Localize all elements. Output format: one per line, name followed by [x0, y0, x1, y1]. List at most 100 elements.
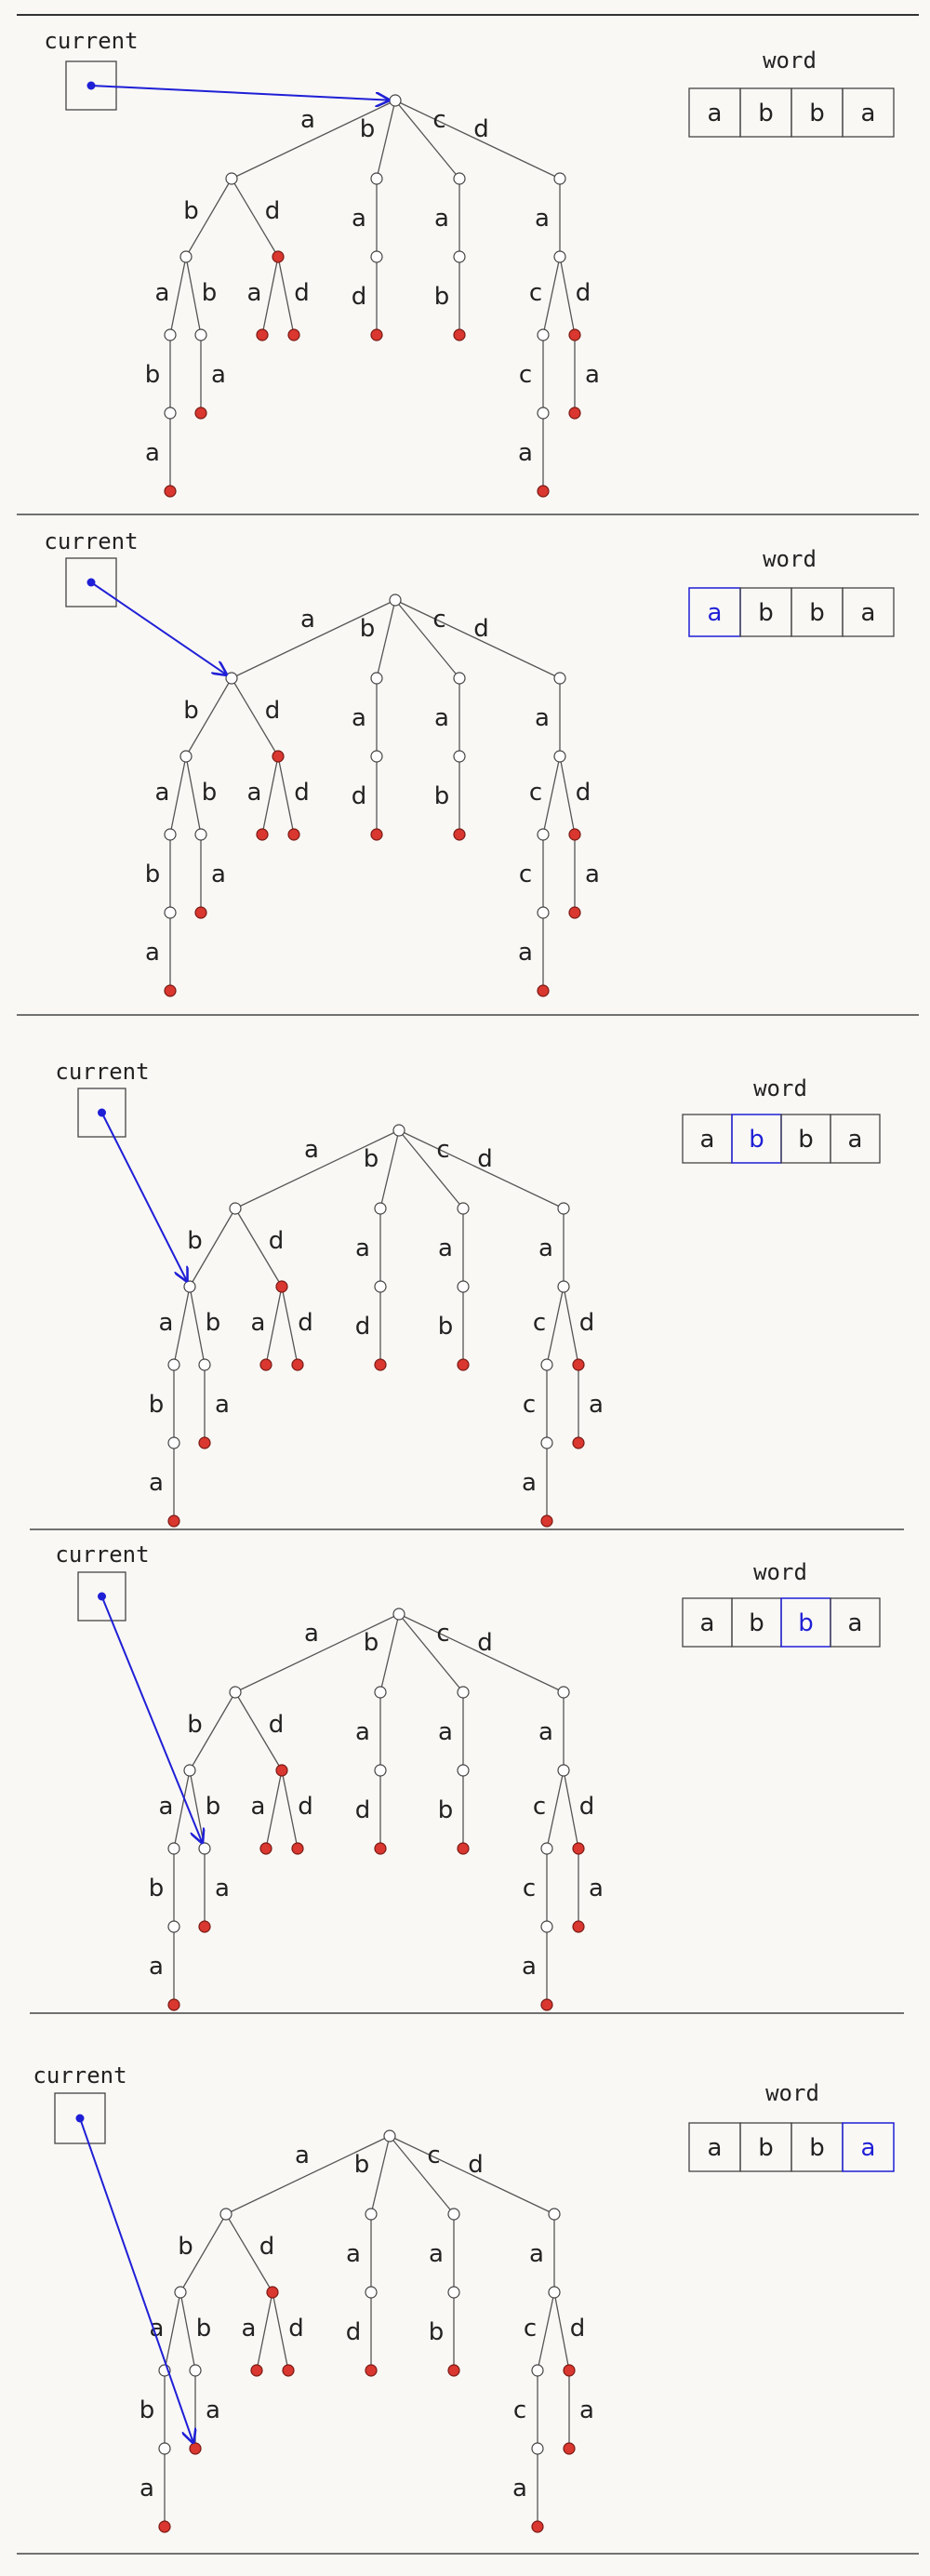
word-letter: a [700, 1609, 715, 1637]
edge-label: a [145, 939, 160, 967]
edge-label: a [215, 1391, 230, 1419]
edge-label: a [352, 704, 366, 732]
trie-node [553, 750, 566, 763]
terminal-node [198, 1436, 211, 1449]
edge-label: a [438, 1718, 453, 1746]
terminal-node [568, 328, 581, 341]
trie-node [164, 906, 177, 919]
current-pointer-arrow [100, 1595, 203, 1843]
edge-label: b [354, 2151, 370, 2179]
trie-node [557, 1202, 570, 1215]
edge-label: a [585, 361, 600, 389]
terminal-node [164, 984, 177, 997]
trie-edge [546, 1286, 565, 1366]
trie-edge [394, 100, 460, 180]
trie-edge [370, 2135, 391, 2215]
terminal-node [568, 407, 581, 420]
trie-node [457, 1686, 470, 1699]
edge-label: a [159, 1309, 174, 1337]
edge-label: a [211, 361, 226, 389]
edge-label: a [355, 1235, 370, 1262]
terminal-node [291, 1358, 304, 1371]
trie-edge [185, 677, 232, 757]
terminal-node [158, 2520, 171, 2533]
edge-label: c [523, 1875, 536, 1902]
edge-label: a [211, 861, 226, 888]
trie-node [365, 2286, 378, 2299]
edge-label: a [529, 2240, 544, 2268]
trie-edge [398, 1129, 565, 1209]
edge-label: b [187, 1711, 203, 1739]
trie-edge [537, 2291, 555, 2371]
trie-node [392, 1124, 405, 1137]
trie-node [179, 250, 193, 263]
terminal-node [256, 828, 269, 841]
edge-label: c [524, 2315, 537, 2342]
terminal-node [572, 1920, 585, 1933]
terminal-node [287, 328, 300, 341]
edge-label: a [434, 704, 449, 732]
current-pointer-box [77, 1571, 126, 1622]
edge-label: d [352, 782, 367, 810]
trie-edge [394, 599, 460, 679]
terminal-node [453, 328, 466, 341]
edge-label: b [145, 361, 161, 389]
terminal-node [540, 1515, 553, 1528]
trie-node [457, 1764, 470, 1777]
word-letter: b [809, 100, 825, 127]
trie-node [392, 1608, 405, 1621]
edge-label: d [269, 1227, 285, 1255]
word-cell [842, 587, 895, 637]
edge-label: b [149, 1391, 165, 1419]
word-letter: b [749, 1126, 764, 1154]
word-letter: b [798, 1126, 814, 1154]
trie-node [548, 2286, 561, 2299]
trie-edge [265, 1769, 283, 1849]
trie-node [531, 2442, 544, 2455]
trie-edge [265, 1286, 283, 1366]
trie-node [457, 1280, 470, 1293]
trie-edge [185, 755, 202, 835]
trie-edge [179, 2291, 196, 2371]
trie-edge [277, 256, 295, 336]
edge-label: b [183, 197, 199, 225]
edge-label: c [432, 606, 445, 634]
terminal-node [563, 2442, 576, 2455]
edge-label: d [288, 2315, 304, 2342]
edge-label: a [247, 279, 262, 307]
terminal-node [275, 1280, 288, 1293]
trie-edge [185, 256, 202, 336]
edge-label: a [145, 439, 160, 467]
terminal-node [568, 828, 581, 841]
edge-label: d [576, 279, 591, 307]
trie-edge [189, 1691, 236, 1771]
current-pointer-box [65, 557, 117, 607]
terminal-node [167, 1515, 180, 1528]
edge-label: d [579, 1793, 595, 1821]
edge-label: b [206, 1793, 221, 1821]
terminal-node [275, 1764, 288, 1777]
edge-label: a [155, 779, 170, 807]
terminal-node [540, 1998, 553, 2011]
trie-edge [379, 1129, 400, 1209]
edge-label: b [202, 779, 218, 807]
edge-label: d [265, 697, 281, 725]
edge-label: a [535, 704, 550, 732]
trie-node [537, 828, 550, 841]
edge-label: b [434, 283, 450, 311]
edge-label: b [438, 1313, 454, 1341]
edge-label: b [149, 1875, 165, 1902]
trie-edge [398, 1129, 464, 1209]
trie-edge [376, 599, 396, 679]
edge-label: c [529, 779, 542, 807]
word-letter: b [758, 100, 774, 127]
trie-edge [256, 2291, 273, 2371]
edge-label: a [585, 861, 600, 888]
terminal-node [537, 485, 550, 498]
trie-node [548, 2208, 561, 2221]
trie-node [453, 672, 466, 685]
word-cell [842, 2122, 895, 2172]
trie-node [531, 2364, 544, 2377]
edge-label: d [473, 115, 489, 143]
